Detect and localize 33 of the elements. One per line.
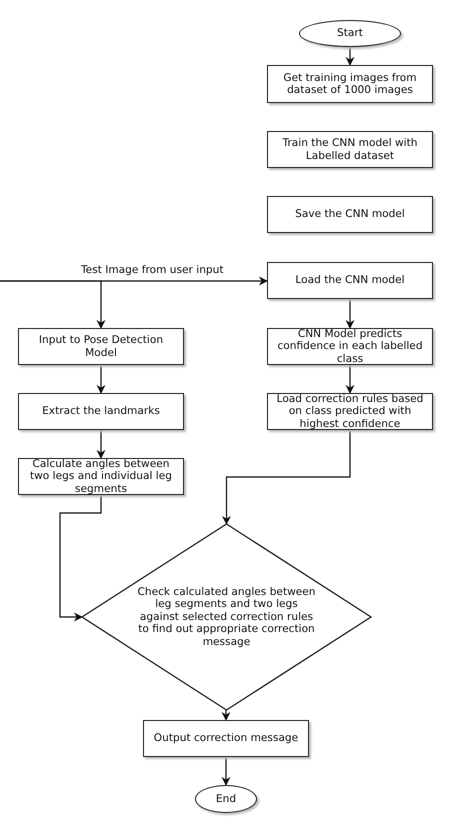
step-text: Train the CNN model with Labelled dataset: [282, 137, 418, 162]
terminal-oval: [299, 20, 401, 47]
step-text: Output correction message: [152, 732, 300, 745]
step-text: End: [214, 792, 238, 806]
step-text: Calculate angles between two legs and individual leg segments: [28, 458, 173, 496]
arrow: [0, 280, 106, 329]
arrow: [346, 47, 354, 66]
arrow: [59, 495, 102, 622]
decision-text: Check calculated angles between leg segments and two legs against selected correction rules to find out appropriate correction message: [136, 586, 317, 648]
arrow: [222, 430, 351, 525]
arrow: [346, 299, 354, 329]
step-text: Save the CNN model: [294, 208, 406, 221]
arrow: [96, 365, 106, 394]
arrow: [346, 365, 354, 394]
step-text: Start: [336, 27, 364, 40]
process-box: [18, 328, 184, 365]
edge-label: Test Image from user input: [79, 264, 226, 276]
process-box: [267, 262, 433, 299]
step-text: Input to Pose Detection Model: [38, 334, 164, 359]
process-box: [267, 65, 433, 103]
step-text: Load correction rules based on class predicted with highest confidence: [276, 392, 424, 430]
terminal-oval: [195, 785, 257, 813]
step-text: Extract the landmarks: [41, 405, 161, 418]
arrow: [96, 430, 106, 459]
step-text: Load the CNN model: [294, 274, 406, 287]
process-box: [143, 720, 309, 757]
step-text: CNN Model predicts confidence in each labelled class: [276, 328, 424, 366]
arrow: [222, 757, 230, 786]
step-text: Get training images from dataset of 1000 images: [282, 72, 418, 96]
process-box: [267, 131, 433, 168]
arrow: [222, 710, 230, 721]
process-box: [18, 393, 184, 430]
process-box: [267, 196, 433, 233]
